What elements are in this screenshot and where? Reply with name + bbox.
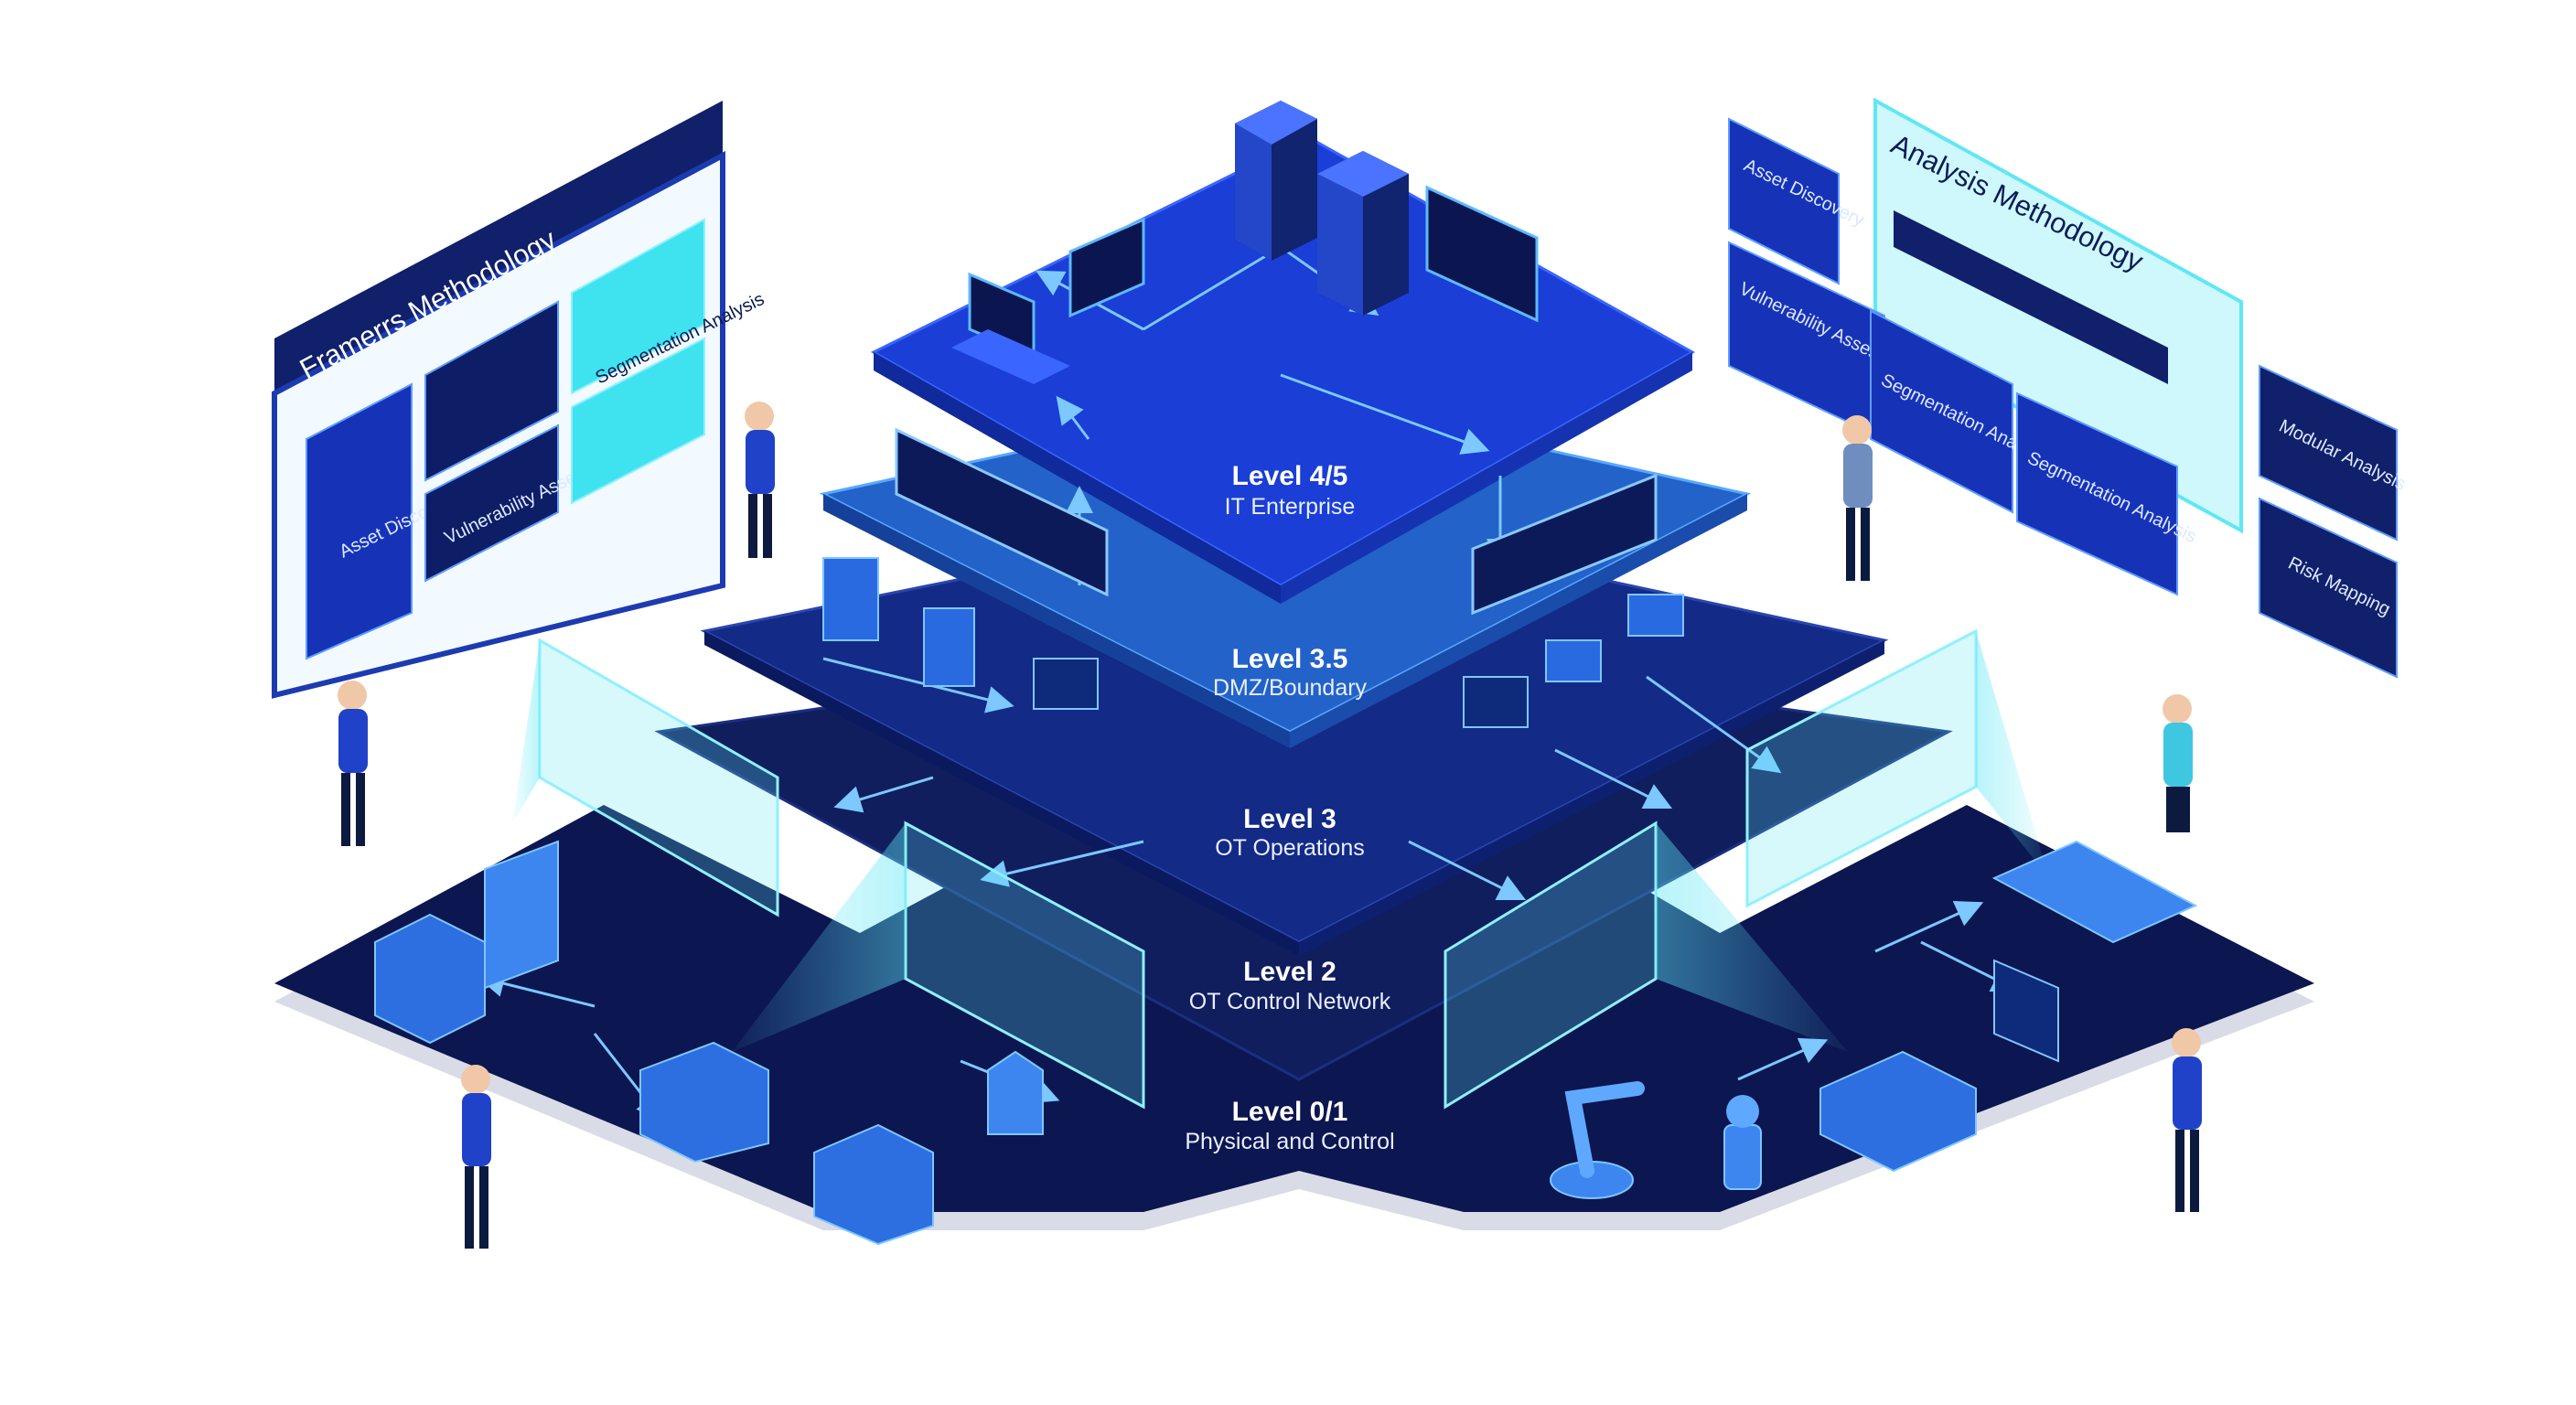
level-subtitle: Physical and Control [1185,1129,1394,1154]
conveyor-icon [1991,840,2198,944]
left-methodology-panel: Framerrs Methodology Asset Discovery Vul… [272,101,767,699]
person-figure [745,402,775,558]
right-methodology-panel: Analysis Methodology Asset Discovery Vul… [1728,97,2409,679]
robot-icon [1723,1095,1762,1190]
control-panel-icon [1993,959,2059,1063]
person-figure [461,1065,491,1249]
hologram-screen [512,638,779,917]
level-title: Level 3 [1243,804,1336,834]
hologram-screen [1444,820,1848,1110]
workstation-icon [822,557,1099,710]
level-subtitle: DMZ/Boundary [1213,675,1368,701]
monitor-icon [1068,217,1145,318]
firewall-icon [1471,473,1658,616]
person-figure [1842,415,1873,581]
hologram-screen [1745,628,2049,908]
industrial-machine-icon [1819,1050,1977,1173]
level-title: Level 3.5 [1232,644,1348,674]
laptop-icon [951,272,1070,384]
level-title: Level 0/1 [1232,1097,1348,1127]
person-figure [338,681,368,846]
monitor-icon [1425,185,1539,323]
level-title: Level 2 [1243,957,1336,987]
level-subtitle: OT Operations [1215,835,1365,861]
robot-arm-icon [1550,1081,1645,1199]
server-rack-icon [1317,151,1409,316]
level-labels: Level 4/5 IT Enterprise Level 3.5 DMZ/Bo… [1185,461,1394,1154]
server-rack-icon [1235,101,1317,261]
level-subtitle: OT Control Network [1189,989,1391,1014]
robot-arm-icon [987,1050,1044,1135]
industrial-machine-icon [374,840,559,1045]
industrial-machine-icon [639,1041,769,1164]
person-figure [2163,694,2193,832]
hologram-screen [732,820,1145,1110]
firewall-icon [895,427,1109,597]
workstation-icon [1463,594,1684,728]
level-title: Level 4/5 [1232,461,1348,491]
industrial-machine-icon [813,1123,934,1246]
person-figure [2172,1028,2202,1212]
level-subtitle: IT Enterprise [1225,494,1356,520]
